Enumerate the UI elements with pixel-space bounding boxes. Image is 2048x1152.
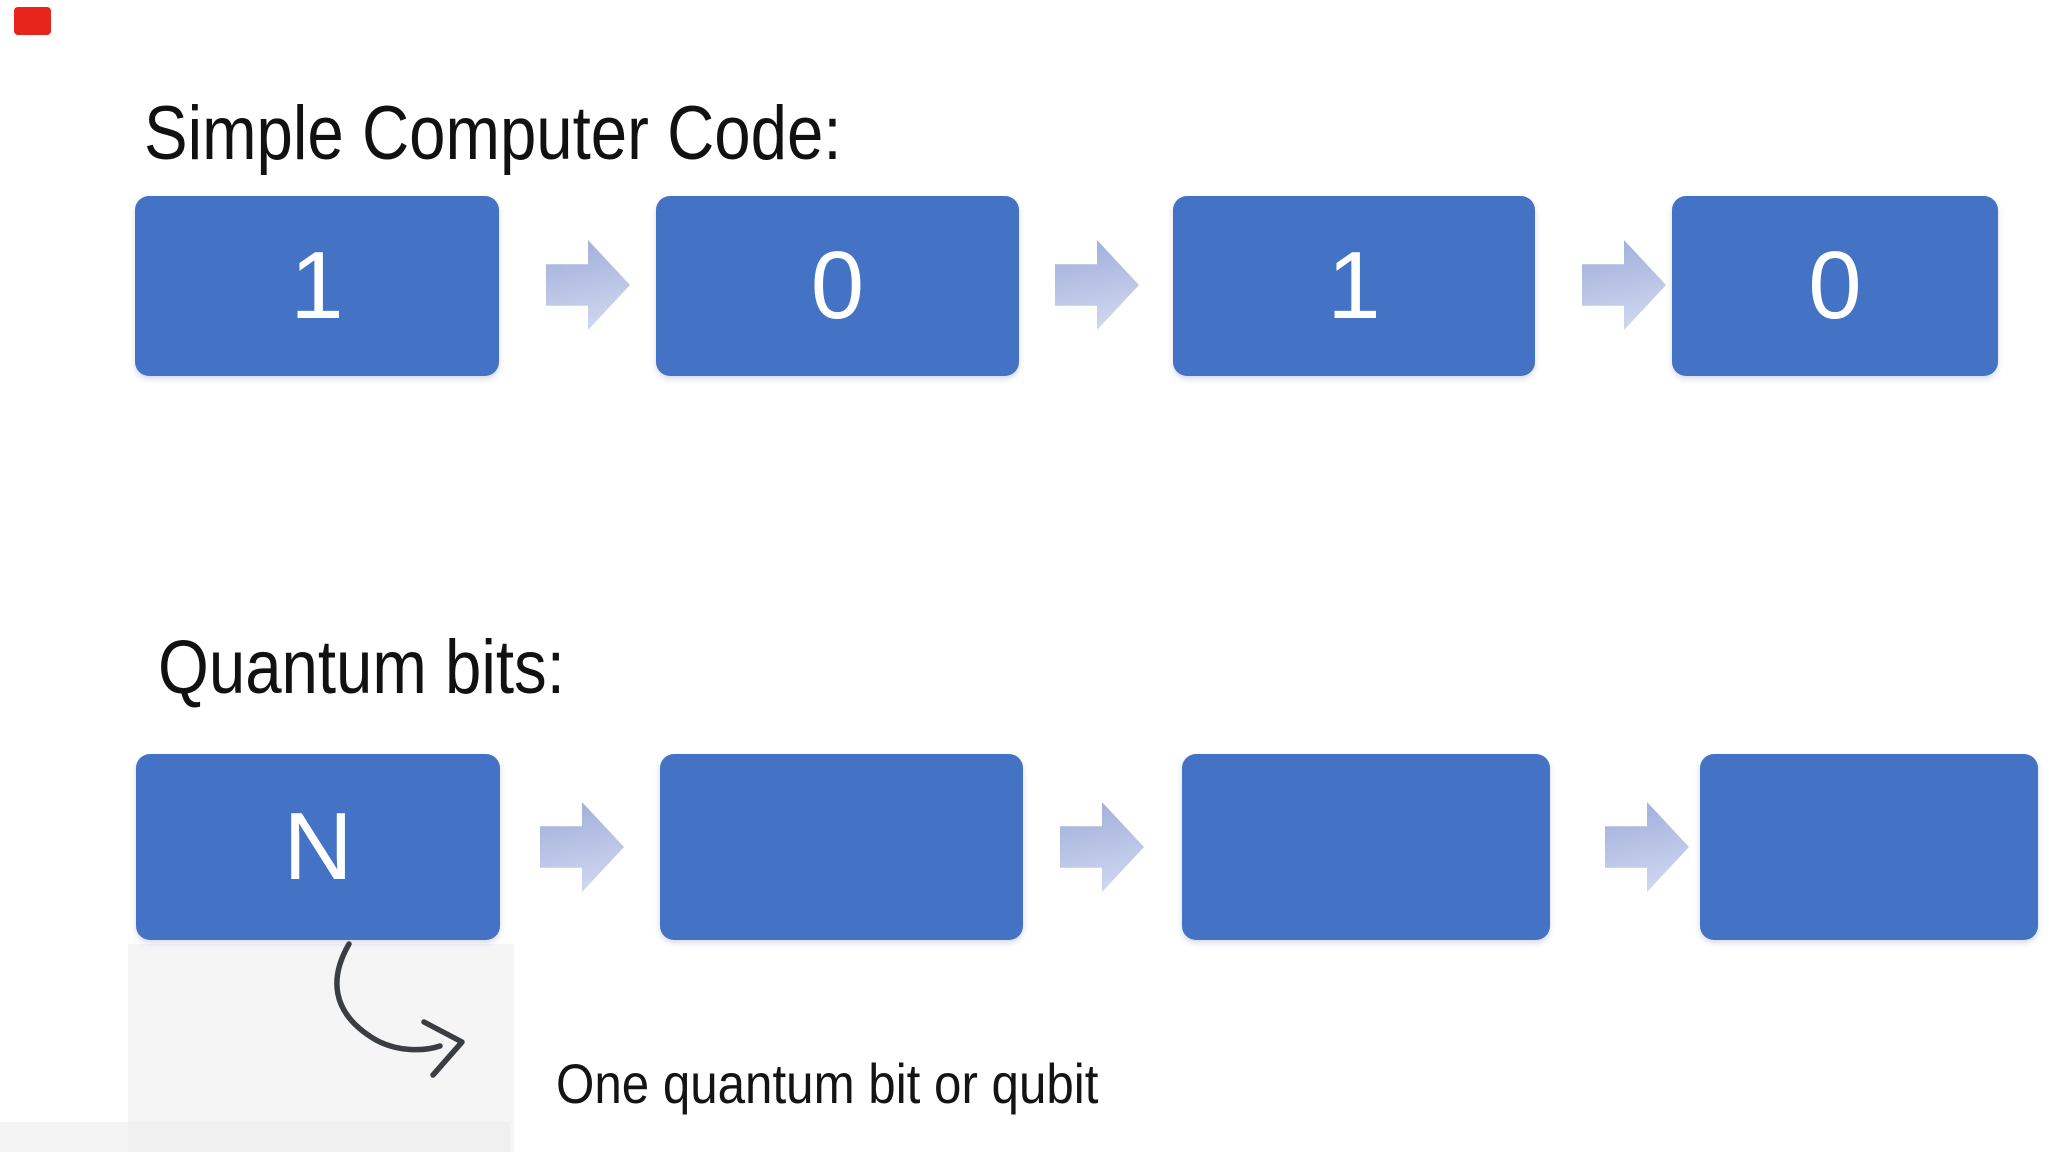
qubit-box-4	[1700, 754, 2038, 940]
bit-value: 1	[1327, 232, 1381, 339]
qubit-box-2	[660, 754, 1023, 940]
right-arrow-icon	[1055, 240, 1139, 330]
right-arrow-icon	[1060, 802, 1144, 892]
qubit-caption: One quantum bit or qubit	[556, 1052, 1099, 1115]
bit-box-1: 1	[135, 196, 499, 376]
bit-value: 0	[810, 232, 865, 339]
qubit-box-1: N	[136, 754, 500, 940]
bit-value: 0	[1808, 232, 1862, 339]
right-arrow-icon	[1605, 802, 1689, 892]
right-arrow-icon	[540, 802, 624, 892]
bit-value: 1	[290, 232, 344, 339]
qubit-value: N	[283, 793, 353, 900]
right-arrow-icon	[546, 240, 630, 330]
bit-box-4: 0	[1672, 196, 1998, 376]
bit-box-3: 1	[1173, 196, 1535, 376]
row-title-simple-code: Simple Computer Code:	[144, 91, 842, 176]
row-title-quantum-bits: Quantum bits:	[158, 625, 565, 710]
frame-artifact-shade	[128, 944, 514, 1152]
qubit-box-3	[1182, 754, 1550, 940]
recording-indicator-badge	[14, 7, 51, 35]
bit-box-2: 0	[656, 196, 1019, 376]
right-arrow-icon	[1582, 240, 1666, 330]
frame-artifact-strip	[0, 1122, 510, 1152]
